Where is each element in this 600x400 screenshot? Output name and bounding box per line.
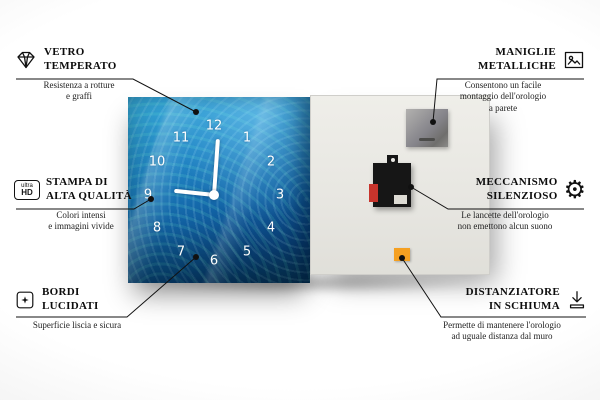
spacer-arrow-icon — [566, 288, 588, 312]
callout-description: Resistenza a rotture e graffi — [43, 79, 115, 102]
callout-meccanismo-silenzioso: MECCANISMO SILENZIOSO ⚙ Le lancette dell… — [424, 176, 586, 233]
clock-center-cap — [209, 190, 219, 200]
diamond-icon — [14, 48, 38, 72]
clock-numeral: 6 — [209, 253, 219, 269]
clock-numeral: 5 — [242, 244, 252, 260]
picture-frame-icon — [562, 48, 586, 72]
ultra-hd-icon: ultra HD — [14, 179, 40, 200]
callout-description: Consentono un facile montaggio dell'orol… — [459, 79, 547, 113]
callout-bordi-lucidati: BORDI LUCIDATI Superficie liscia e sicur… — [14, 286, 140, 331]
clock-front-panel: 12 1 2 3 4 5 6 7 8 9 10 11 — [128, 97, 310, 283]
clock-numeral: 10 — [148, 154, 166, 170]
callout-vetro-temperato: VETRO TEMPERATO Resistenza a rotture e g… — [14, 46, 144, 103]
clock-numeral: 3 — [275, 187, 285, 203]
callout-title: MECCANISMO SILENZIOSO — [475, 176, 558, 202]
callout-title: VETRO TEMPERATO — [44, 46, 117, 72]
polished-edges-icon — [14, 289, 36, 311]
callout-title: DISTANZIATORE IN SCHIUMA — [465, 286, 560, 312]
callout-title: STAMPA DI ALTA QUALITÀ — [46, 176, 132, 202]
minute-hand — [212, 138, 220, 196]
callout-title: BORDI LUCIDATI — [42, 286, 99, 312]
clock-numeral: 11 — [172, 130, 190, 146]
metal-hanger-plate — [406, 109, 448, 147]
clock-numeral: 4 — [266, 220, 276, 236]
clock-numeral: 7 — [176, 244, 186, 260]
callout-description: Le lancette dell'orologio non emettono a… — [457, 209, 553, 232]
clock-numeral: 1 — [242, 130, 252, 146]
clock-back-panel — [310, 95, 490, 275]
clock-numeral: 9 — [143, 187, 153, 203]
callout-stampa-alta-qualita: ultra HD STAMPA DI ALTA QUALITÀ Colori i… — [14, 176, 148, 233]
clock-numeral: 2 — [266, 154, 276, 170]
ultra-hd-text: ultra — [21, 182, 33, 189]
callout-description: Colori intensi e immagini vivide — [48, 209, 114, 232]
foam-spacer — [394, 248, 410, 261]
mechanism-hanger-tab — [387, 155, 398, 164]
battery — [369, 184, 378, 202]
clock-numeral: 8 — [152, 220, 162, 236]
clock-numeral: 12 — [205, 118, 223, 134]
callout-description: Permette di mantenere l'orologio ad ugua… — [443, 319, 561, 342]
ultra-hd-text: HD — [21, 187, 33, 197]
mechanism-label — [394, 195, 407, 204]
callout-title: MANIGLIE METALLICHE — [478, 46, 556, 72]
hanger-slot — [419, 138, 435, 141]
callout-distanziatore-in-schiuma: DISTANZIATORE IN SCHIUMA Permette di man… — [416, 286, 588, 343]
callout-description: Superficie liscia e sicura — [32, 319, 122, 330]
gear-icon: ⚙ — [563, 174, 586, 204]
callout-maniglie-metalliche: MANIGLIE METALLICHE Consentono un facile… — [420, 46, 586, 115]
